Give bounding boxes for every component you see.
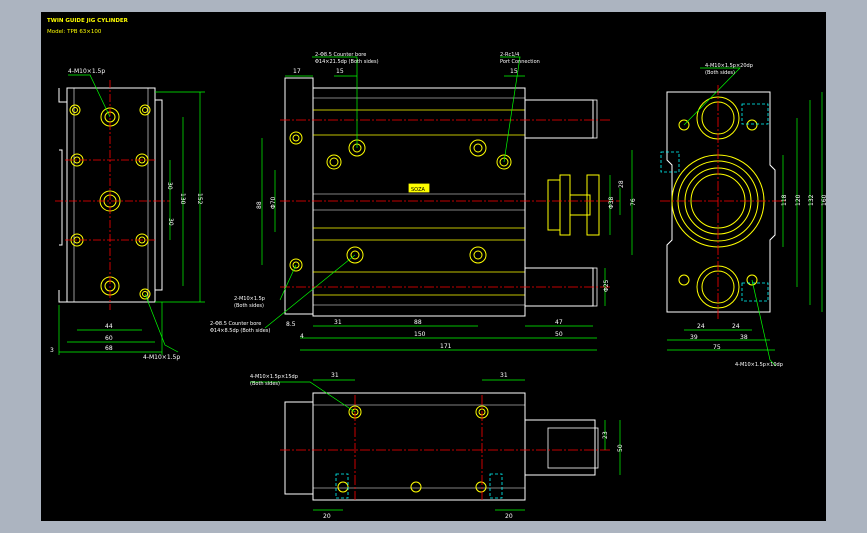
front-dim-88h: 88: [414, 319, 422, 326]
right-callout-bottom: 4-M10×1.5p×10dp: [735, 362, 783, 368]
left-dim-68: 68: [105, 345, 113, 352]
bottom-dim-31a: 31: [331, 372, 339, 379]
bottom-dim-20a: 20: [323, 513, 331, 520]
front-dim-15b: 15: [510, 68, 518, 75]
left-dim-3: 3: [50, 347, 54, 354]
front-dim-76: 76: [630, 198, 637, 206]
front-dim-28: 28: [618, 180, 625, 188]
front-dim-88v: 88: [256, 201, 263, 209]
left-dim-30b: 30: [167, 218, 174, 226]
front-dim-phi25: Φ25: [603, 279, 610, 292]
right-callout-top-2: (Both sides): [705, 70, 735, 76]
front-view: 2-Φ8.5 Counter bore Φ14×21.5dp (Both sid…: [210, 52, 637, 351]
left-dim-60: 60: [105, 335, 113, 342]
bottom-callout: 4-M10×1.5p×15dp: [250, 374, 298, 380]
front-dim-171: 171: [440, 343, 452, 350]
front-dim-phi38: Φ38: [608, 196, 615, 209]
drawing-title: TWIN GUIDE JIG CYLINDER: [47, 18, 129, 24]
front-dim-15a: 15: [336, 68, 344, 75]
bottom-dim-23: 23: [602, 431, 609, 439]
left-dim-152: 152: [196, 193, 203, 205]
front-callout-tap: 2-M10×1.5p: [234, 296, 265, 302]
right-dim-160: 160: [821, 194, 828, 206]
right-dim-120: 120: [795, 194, 802, 206]
front-callout-tap-2: (Both sides): [234, 303, 264, 309]
left-dim-30a: 30: [166, 182, 173, 190]
right-dim-38: 38: [740, 334, 748, 341]
right-end-view: 4-M10×1.5p×20dp (Both sides) 4-M10×1.5p×…: [660, 63, 828, 368]
front-callout-port: 2-Rc1/4: [500, 52, 519, 58]
cad-viewport[interactable]: [41, 12, 826, 521]
right-dim-24b: 24: [732, 323, 740, 330]
left-callout-top: 4-M10×1.5p: [68, 68, 105, 75]
left-callout-bottom: 4-M10×1.5p: [143, 354, 180, 361]
front-dim-150: 150: [414, 331, 426, 338]
bottom-dim-20b: 20: [505, 513, 513, 520]
front-dim-phi70: Φ70: [270, 196, 277, 209]
front-callout-cbore-bottom-2: Φ14×8.5dp (Both sides): [210, 328, 270, 334]
front-callout-cbore-bottom: 2-Φ8.5 Counter bore: [210, 321, 261, 327]
bottom-dim-31b: 31: [500, 372, 508, 379]
front-callout-cbore-top-2: Φ14×21.5dp (Both sides): [315, 59, 379, 65]
bottom-dim-50: 50: [617, 444, 624, 452]
front-callout-port-2: Port Connection: [500, 59, 540, 65]
bottom-callout-2: (Both sides): [250, 381, 280, 387]
right-dim-24a: 24: [697, 323, 705, 330]
right-callout-top: 4-M10×1.5p×20dp: [705, 63, 753, 69]
left-dim-130: 130: [179, 193, 186, 205]
drawing-model: Model: TPB 63×100: [47, 29, 102, 35]
right-dim-132: 132: [808, 194, 815, 206]
front-dim-31: 31: [334, 319, 342, 326]
front-dim-47: 47: [555, 319, 563, 326]
nameplate-label: SOZA: [411, 187, 426, 193]
front-dim-8.5: 8.5: [286, 321, 296, 328]
bottom-view: 4-M10×1.5p×15dp (Both sides) 31 31 23 50…: [250, 372, 624, 520]
front-dim-17: 17: [293, 68, 301, 75]
right-dim-75: 75: [713, 344, 721, 351]
right-dim-39: 39: [690, 334, 698, 341]
left-end-view: 4-M10×1.5p 4-M10×1.5p 44 60 68 3 30 30 1…: [50, 68, 205, 361]
right-dim-118: 118: [781, 194, 788, 206]
front-callout-cbore-top: 2-Φ8.5 Counter bore: [315, 52, 366, 58]
front-dim-50: 50: [555, 331, 563, 338]
left-dim-44: 44: [105, 323, 113, 330]
front-dim-4: 4: [300, 333, 304, 340]
